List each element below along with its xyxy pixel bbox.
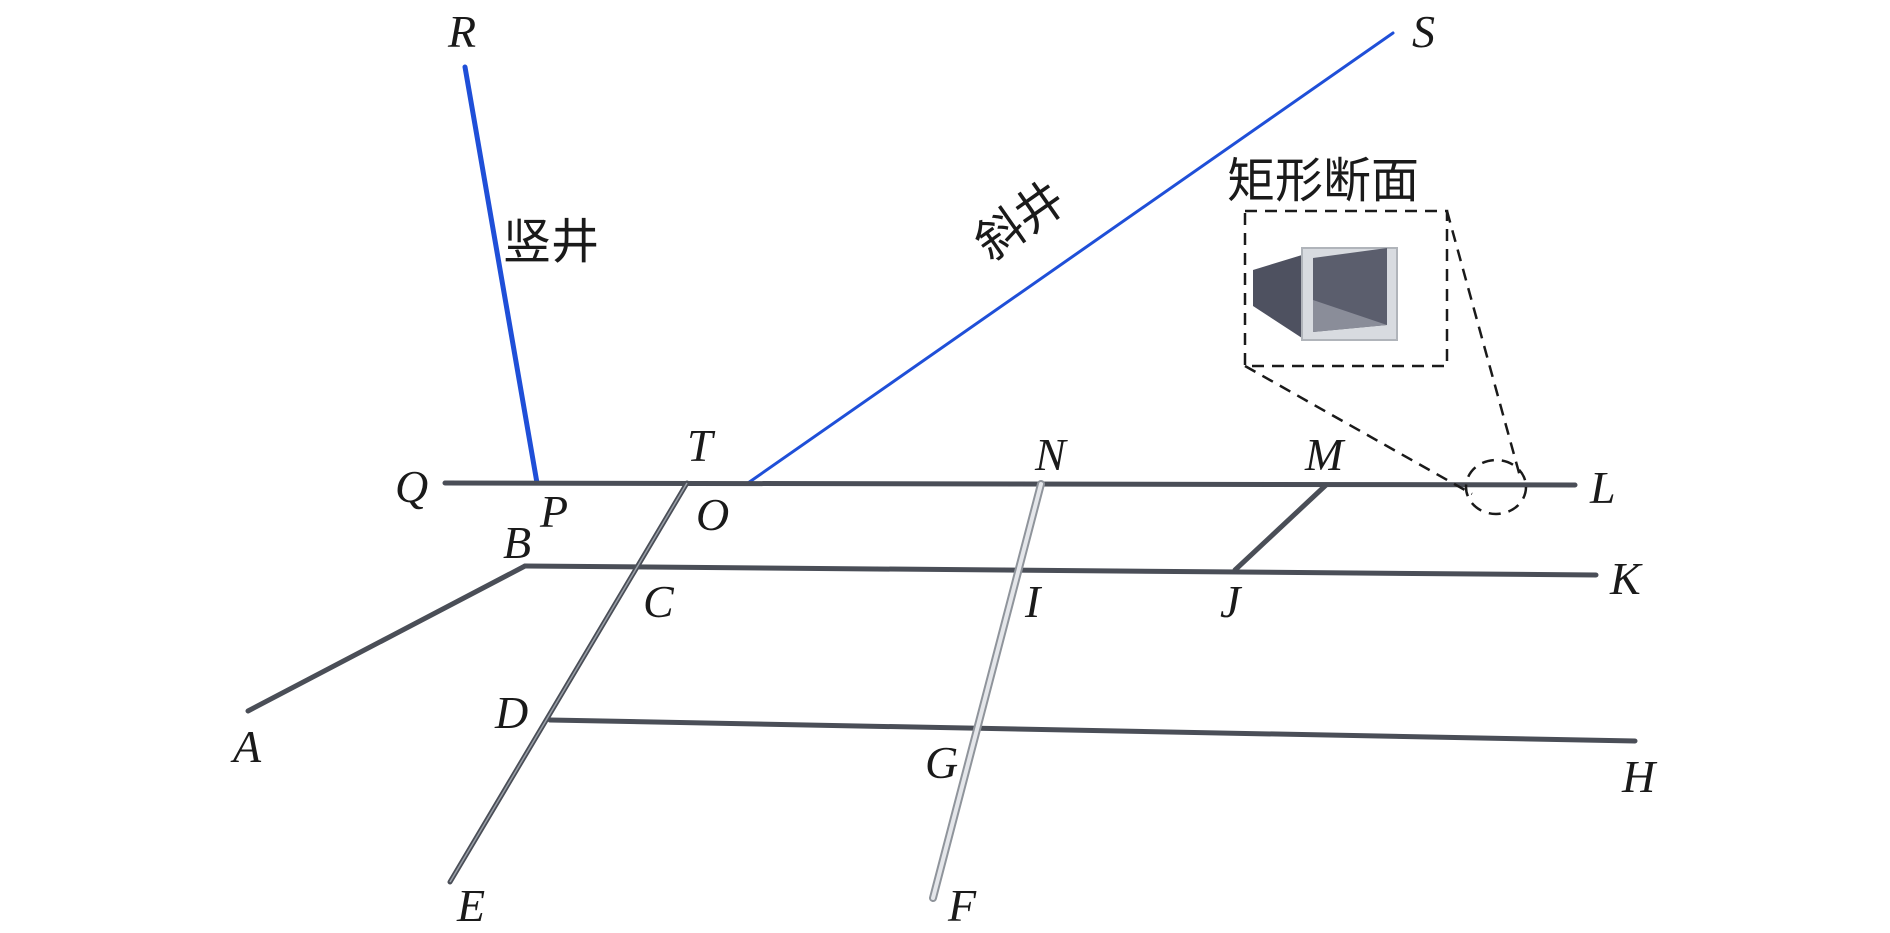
tunnel-ab [245, 563, 528, 714]
callout-line-right [1445, 210, 1523, 481]
tunnel-dh [547, 717, 1638, 744]
label-q: Q [395, 461, 428, 512]
callout-line-left [1244, 364, 1473, 496]
label-r: R [447, 6, 476, 57]
callout-box [1243, 209, 1449, 368]
tunnel-ql [442, 480, 1578, 488]
label-a: A [230, 721, 262, 772]
label-l: L [1589, 462, 1616, 513]
label-f: F [947, 880, 977, 931]
label-vertical-shaft: 竖井 [503, 214, 599, 270]
label-b: B [503, 517, 531, 568]
label-inclined-shaft: 斜井 [965, 171, 1076, 272]
section-marker-circle [1464, 458, 1528, 516]
tunnel-te-inner [449, 482, 688, 883]
label-e: E [456, 880, 485, 931]
label-s: S [1412, 6, 1435, 57]
label-o: O [696, 489, 729, 540]
tunnel-bk [522, 563, 1599, 578]
label-rect-section: 矩形断面 [1227, 153, 1419, 209]
label-n: N [1034, 429, 1068, 480]
rect-section-illustration [1253, 247, 1398, 341]
vertical-shaft-line [462, 64, 540, 486]
label-m: M [1304, 429, 1346, 480]
label-i: I [1024, 576, 1043, 627]
inclined-shaft-line [746, 31, 1395, 485]
label-t: T [687, 420, 716, 471]
label-p: P [539, 486, 568, 537]
label-h: H [1621, 751, 1658, 802]
label-c: C [643, 576, 675, 627]
tunnel-mj [1232, 482, 1329, 573]
tunnel-nf-inner [931, 482, 1043, 900]
label-g: G [925, 737, 958, 788]
label-d: D [494, 687, 528, 738]
label-j: J [1220, 576, 1243, 627]
label-k: K [1609, 553, 1643, 604]
